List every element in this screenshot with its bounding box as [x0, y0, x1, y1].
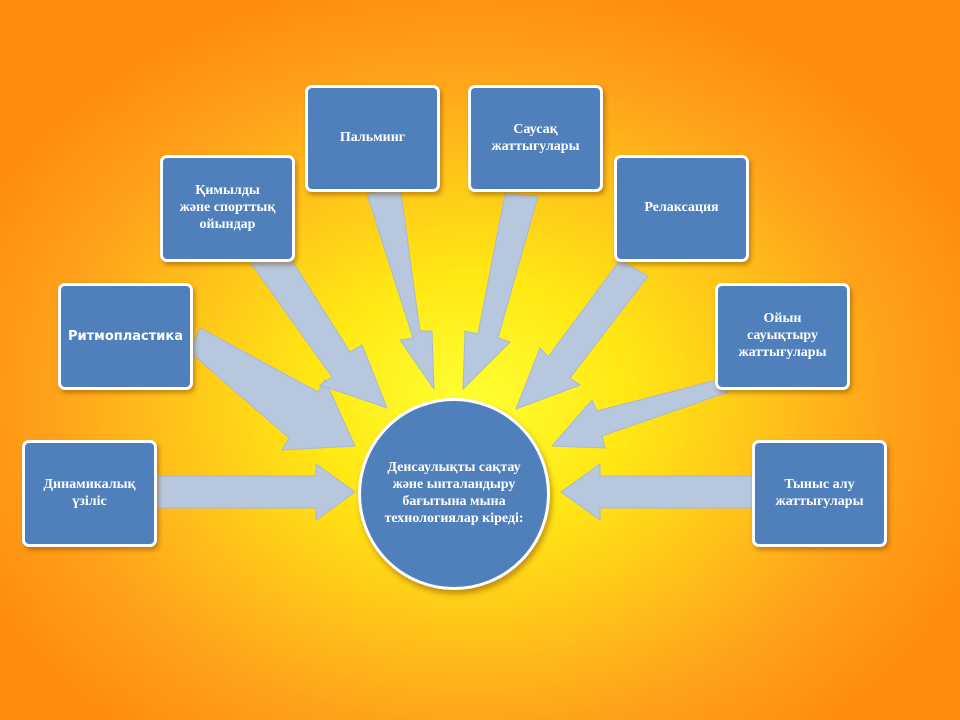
node-relaxation: Релаксация — [614, 155, 749, 262]
node-movement-games: Қимылды және спорттық ойындар — [160, 155, 295, 262]
arrow-rhythmoplastics — [189, 327, 356, 451]
arrow-game-health — [550, 379, 729, 449]
node-finger-exercises: Саусақ жаттығулары — [468, 85, 603, 192]
arrow-breathing — [560, 463, 753, 521]
node-game-health-exercises: Ойын сауықтыру жаттығулары — [715, 283, 850, 390]
arrow-relaxation — [515, 259, 649, 410]
arrow-finger-exercises — [462, 193, 539, 391]
arrow-movement-games — [249, 247, 388, 409]
arrow-palming — [366, 185, 435, 391]
node-breathing-exercises: Тыныс алу жаттығулары — [752, 440, 887, 547]
node-palming: Пальминг — [305, 85, 440, 192]
node-dynamic-pause: Динамикалық үзіліс — [22, 440, 157, 547]
central-text: Денсаулықты сақтау және ынталандыру бағы… — [384, 460, 524, 526]
central-circle: Денсаулықты сақтау және ынталандыру бағы… — [358, 398, 550, 590]
node-rhythmoplastics: Ритмопластика — [58, 283, 193, 390]
arrow-dynamic-pause — [156, 463, 356, 521]
